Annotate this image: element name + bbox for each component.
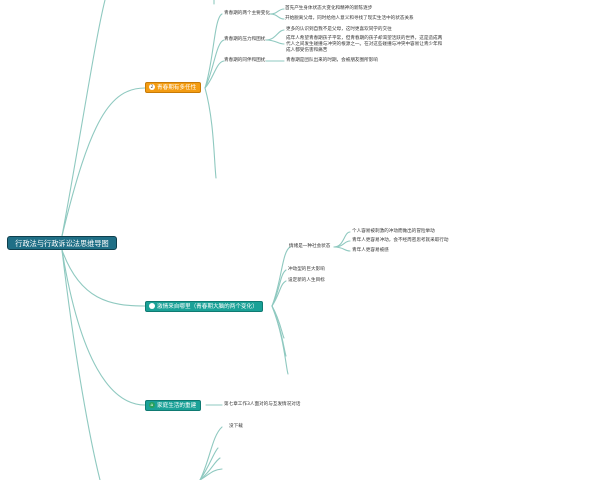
topic-label: 青春期有多任性 (157, 85, 197, 91)
leaf-node[interactable]: 青年人更容易冲动，会不经周密思考就采取行动 (352, 238, 449, 243)
subtopic-node[interactable]: 青春期的压力和困扰 (224, 37, 266, 42)
subtopic-node[interactable]: 第七章工作3人面对的与互发情况对话 (224, 402, 301, 407)
leaf-node[interactable]: 青年人更容易被感 (352, 248, 389, 253)
connector (271, 305, 289, 375)
subtopic-node[interactable]: 青春期的两个主要变化 (224, 11, 270, 16)
subtopic-node[interactable]: 没下载 (229, 424, 243, 429)
subtopic-node[interactable]: 青春期的同伴和困扰 (224, 58, 266, 63)
connector (199, 457, 221, 480)
leaf-node[interactable]: 更多的认识到自我不是父母，这时更喜欢同学的交往 (286, 27, 392, 32)
connector (269, 13, 285, 20)
connector (204, 60, 225, 89)
connector (271, 280, 287, 307)
connector (271, 269, 287, 307)
leaf-node[interactable]: 开始脱离父母，同时给他人意义和寻找了现实生活中的状态关系 (285, 16, 414, 21)
connector (269, 8, 285, 15)
topic-node-family[interactable]: ⌂家庭生活的重建 (145, 400, 202, 411)
connector (199, 447, 219, 480)
connector (61, 249, 146, 406)
topic-label: 激情来自哪里（青春期大脑的两个变化） (157, 304, 258, 310)
connector (199, 426, 223, 480)
home-icon: ⌂ (149, 401, 155, 408)
connector (61, 87, 146, 237)
connector (204, 87, 217, 179)
leaf-node[interactable]: 首先产生身体状态大变化和精神的新陈逐步 (285, 6, 373, 11)
subtopic-node[interactable]: 情绪是一种社会状态 (289, 244, 331, 249)
connector (271, 246, 291, 307)
connector (204, 13, 223, 89)
connector (61, 249, 101, 480)
connector (199, 468, 223, 480)
connector (333, 246, 351, 252)
subtopic-node[interactable]: 设定新的人生目标 (288, 278, 325, 283)
leaf-node[interactable]: 个人容易被刺激的冲动而做出的冒险举动 (352, 229, 435, 234)
topic-icon (149, 302, 155, 309)
topic-label: 家庭生活的重建 (157, 403, 197, 409)
connector (265, 39, 285, 45)
leaf-node[interactable]: 成年人希望青春期孩子平常，但青春期的孩子却渴望活跃的世界，这是造成两代人之间发生… (286, 36, 443, 53)
number-icon: 2 (149, 83, 155, 90)
connector (265, 29, 285, 41)
connector (204, 39, 225, 89)
leaf-node[interactable]: 青春期是团队出来的时期，会被朋友圈所影响 (286, 58, 378, 63)
root-node[interactable]: 行政法与行政诉讼法思维导图 (7, 236, 117, 250)
connector (61, 249, 146, 307)
subtopic-node[interactable]: 冲动型的巨大影响 (288, 267, 325, 272)
topic-node-passion[interactable]: 激情来自哪里（青春期大脑的两个变化） (145, 301, 263, 312)
connector (61, 0, 106, 237)
